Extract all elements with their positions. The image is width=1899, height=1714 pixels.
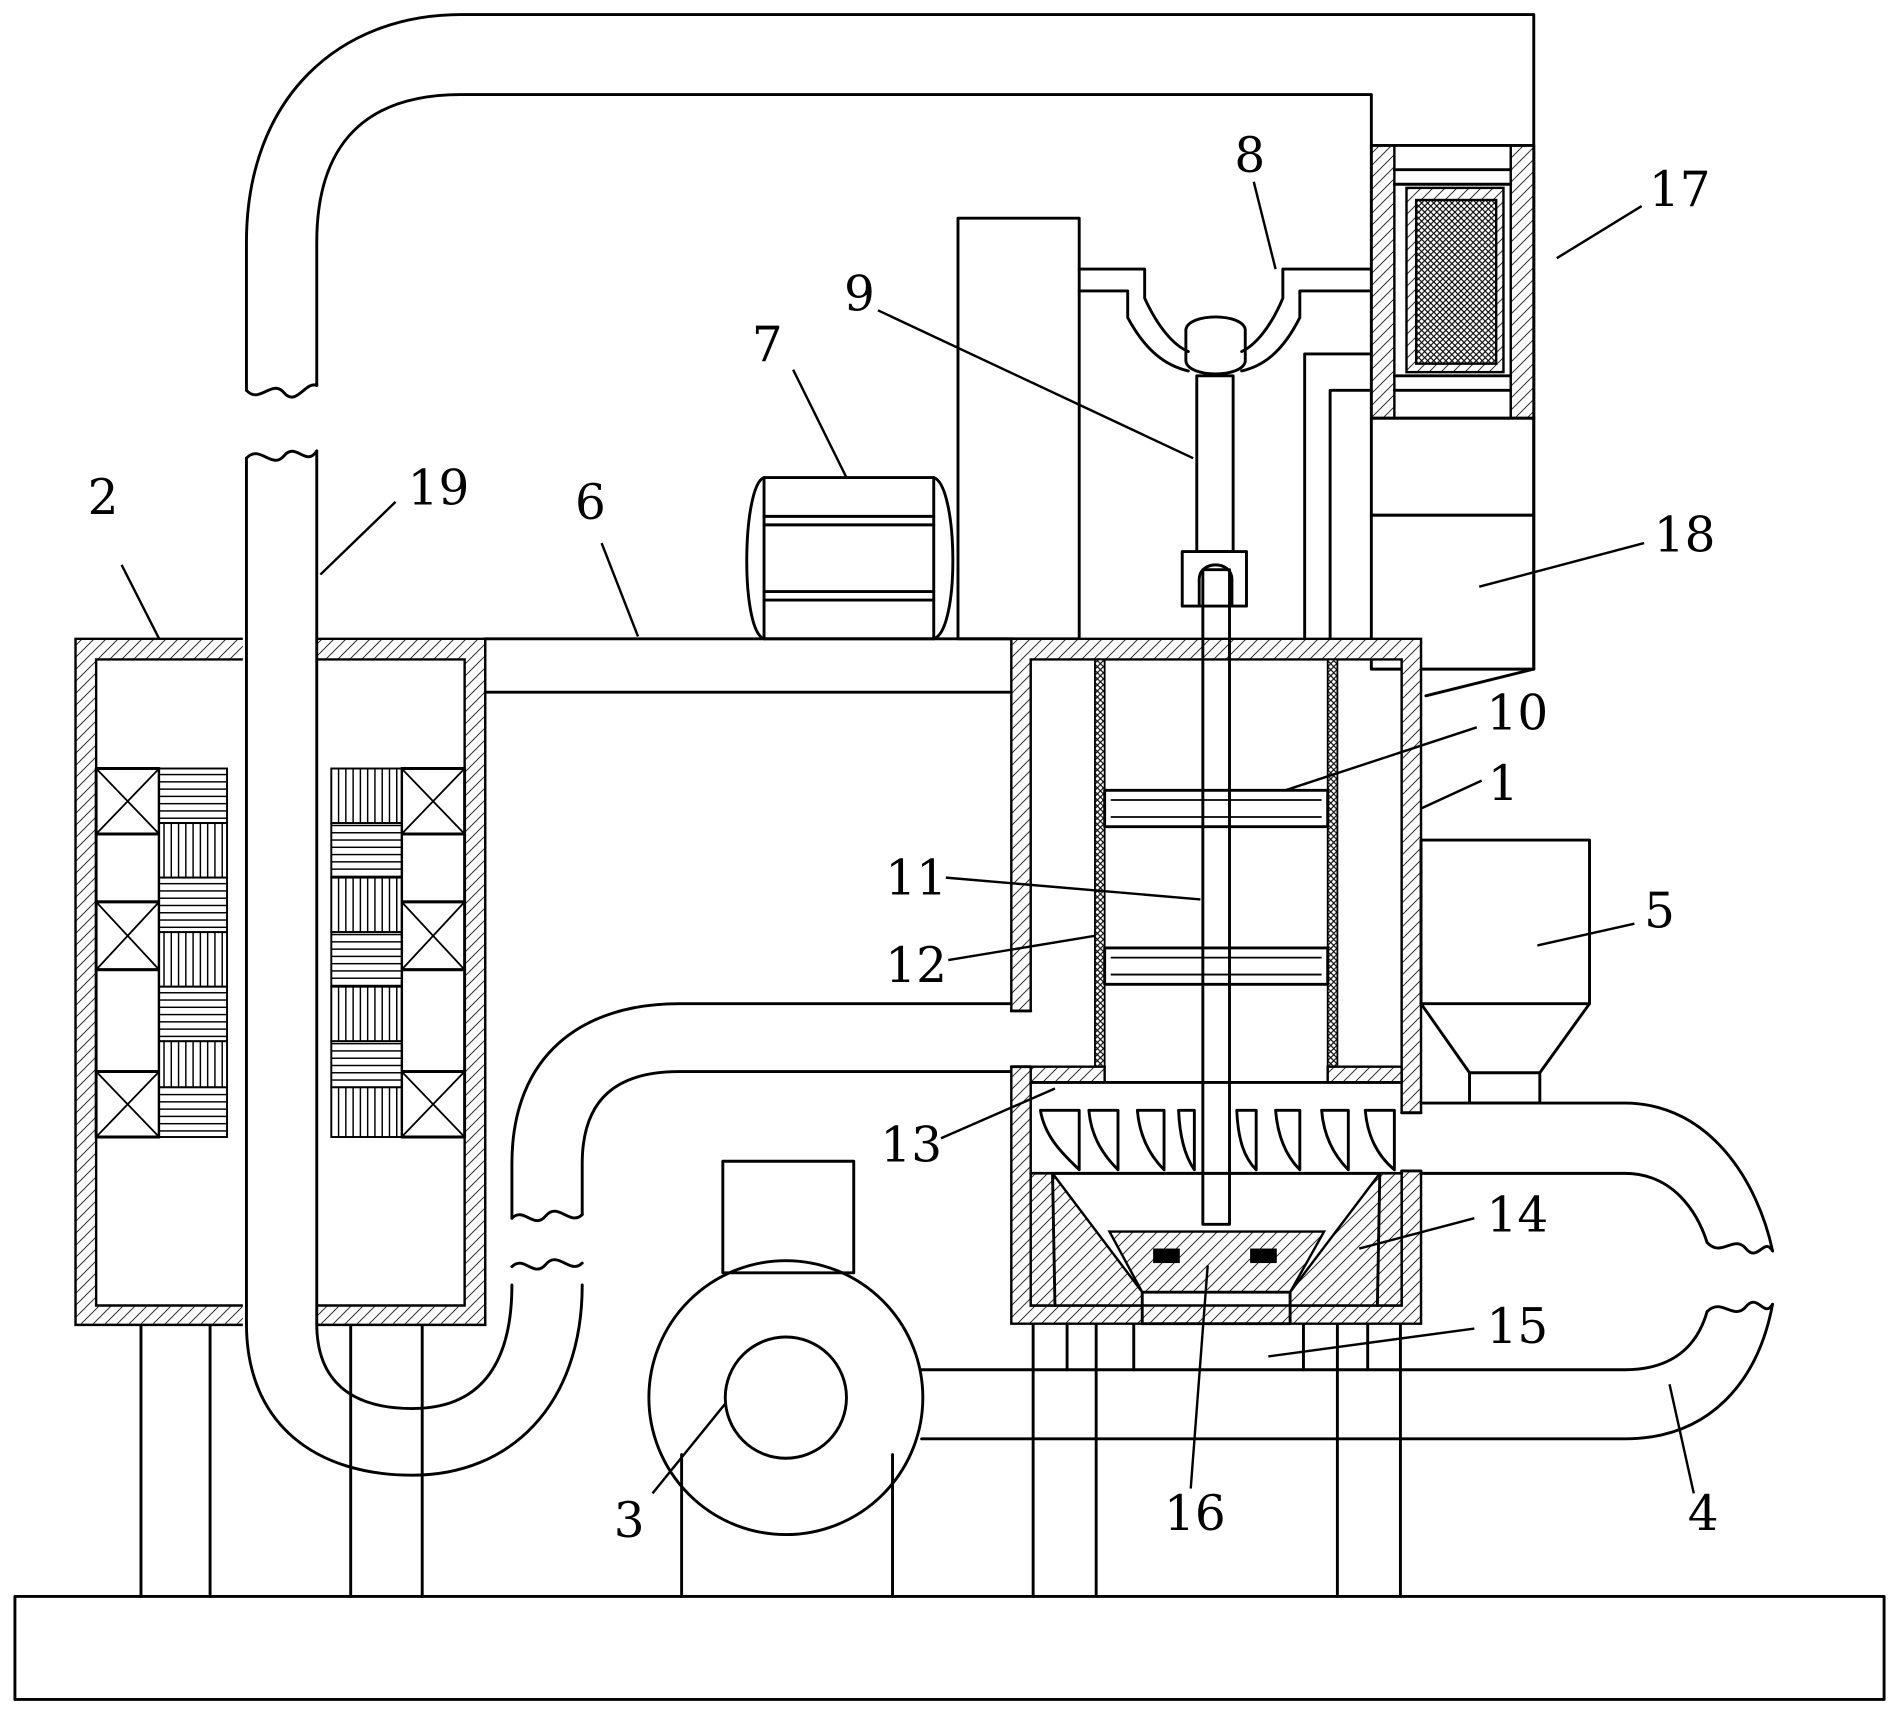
base-plate [15, 1596, 1884, 1699]
drying-tank [1005, 570, 1427, 1324]
blower [649, 1161, 923, 1534]
callout-18: 18 [1654, 508, 1716, 564]
callout-2: 2 [88, 470, 119, 526]
callout-12: 12 [885, 938, 947, 994]
vertical-column [958, 218, 1079, 639]
rotary-joint [1079, 269, 1389, 606]
callout-5: 5 [1644, 883, 1675, 939]
callout-16: 16 [1164, 1486, 1226, 1542]
callout-4: 4 [1688, 1486, 1719, 1542]
filter-tower [1305, 145, 1534, 695]
feed-hopper [1421, 840, 1589, 1103]
right-heating-column [331, 769, 464, 1137]
callout-19: 19 [408, 460, 470, 516]
callout-13: 13 [880, 1117, 942, 1173]
connecting-shelf [485, 639, 1014, 692]
callout-1: 1 [1488, 756, 1519, 812]
callout-6: 6 [575, 475, 606, 531]
callout-3: 3 [614, 1493, 645, 1549]
callout-17: 17 [1649, 162, 1711, 218]
callout-7: 7 [752, 317, 783, 373]
left-housing [76, 634, 486, 1330]
callout-15: 15 [1486, 1299, 1548, 1355]
callout-9: 9 [844, 266, 875, 322]
callout-10: 10 [1486, 686, 1548, 742]
callout-8: 8 [1234, 128, 1265, 184]
motor [747, 478, 953, 639]
callout-14: 14 [1486, 1188, 1548, 1244]
callout-11: 11 [885, 851, 947, 907]
left-heating-column [96, 769, 227, 1137]
nozzle-row [1040, 1110, 1394, 1169]
